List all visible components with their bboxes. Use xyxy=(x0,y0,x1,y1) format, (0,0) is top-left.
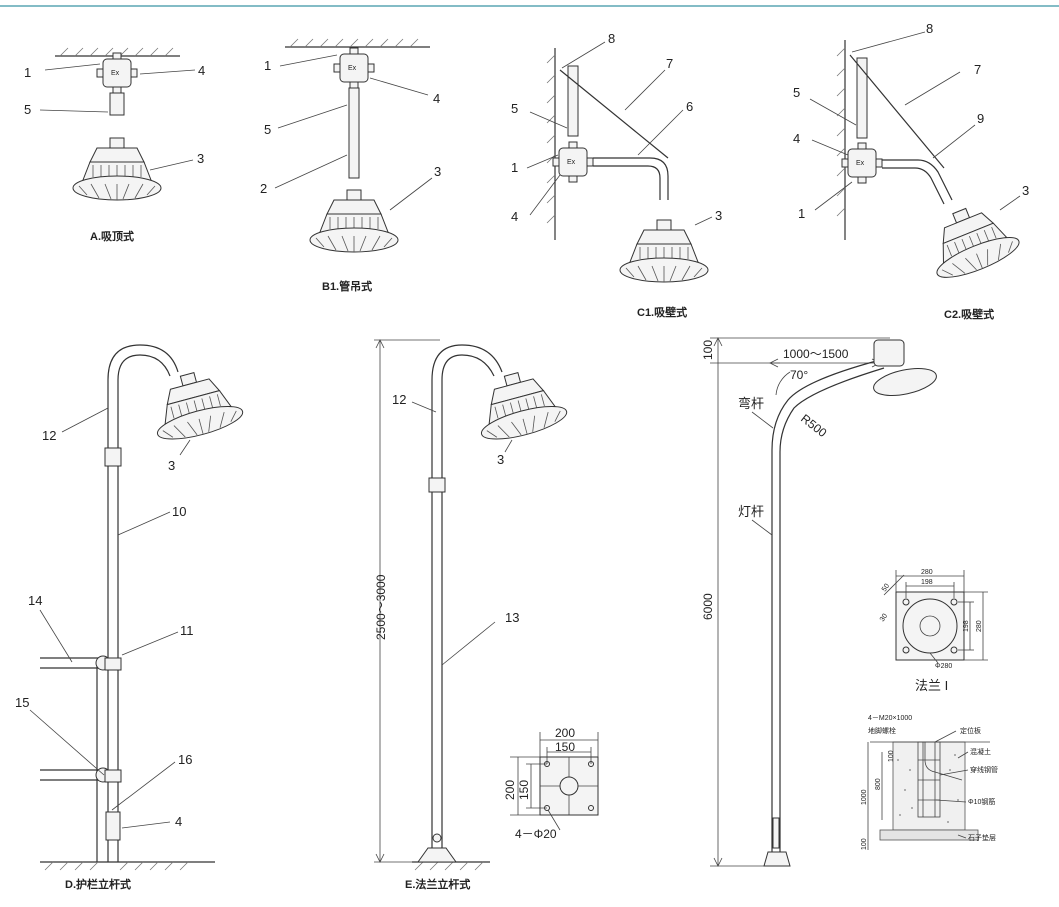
label-locator: 定位板 xyxy=(960,726,981,735)
callout-c1-6: 6 xyxy=(686,99,693,114)
callout-c1-1: 1 xyxy=(511,160,518,175)
box-label-c1: Ex xyxy=(567,159,576,166)
dim-flange-diameter: Φ280 xyxy=(935,663,952,670)
box-label-b1: Ex xyxy=(348,65,357,72)
dim-flange-outer: 280 xyxy=(921,569,933,576)
dim-foundation-100-bottom: 100 xyxy=(861,838,868,850)
callout-d-4: 4 xyxy=(175,814,182,829)
label-rebar: Φ10钢筋 xyxy=(968,797,995,806)
flange-i-detail: 280 198 280 198 50 30 Φ280 法兰 I xyxy=(879,569,988,693)
callout-d-10: 10 xyxy=(172,504,186,519)
callout-e-12: 12 xyxy=(392,392,406,407)
dim-plate-hole-width: 150 xyxy=(555,740,575,754)
dim-e-height: 2500～3000 xyxy=(374,574,388,640)
caption-c1: C1.吸壁式 xyxy=(637,305,687,319)
dim-street-radius: R500 xyxy=(798,411,829,440)
callout-c2-4: 4 xyxy=(793,131,800,146)
base-plate-detail: 200 150 200 150 4－Φ20 xyxy=(503,726,599,841)
callout-d-15: 15 xyxy=(15,695,29,710)
callout-e-3: 3 xyxy=(497,452,504,467)
caption-d: D.护栏立杆式 xyxy=(65,877,131,891)
caption-b1: B1.管吊式 xyxy=(322,279,372,293)
dim-plate-holes: 4－Φ20 xyxy=(515,827,557,841)
callout-c2-7: 7 xyxy=(974,62,981,77)
box-label-a: Ex xyxy=(111,70,120,77)
caption-flange-i: 法兰 I xyxy=(915,678,948,693)
dim-street-top: 100 xyxy=(701,340,715,360)
caption-e: E.法兰立杆式 xyxy=(405,877,470,891)
dim-street-height: 6000 xyxy=(701,593,715,620)
callout-c2-1: 1 xyxy=(798,206,805,221)
callout-a-1: 1 xyxy=(24,65,31,80)
callout-c1-7: 7 xyxy=(666,56,673,71)
callout-c2-8: 8 xyxy=(926,21,933,36)
dim-plate-height: 200 xyxy=(503,780,517,800)
callout-c1-4: 4 xyxy=(511,209,518,224)
callout-b1-2: 2 xyxy=(260,181,267,196)
caption-a: A.吸顶式 xyxy=(90,229,134,243)
box-label-c2: Ex xyxy=(856,160,865,167)
callout-b1-4: 4 xyxy=(433,91,440,106)
dim-flange-inner: 198 xyxy=(921,579,933,586)
callout-e-13: 13 xyxy=(505,610,519,625)
callout-b1-5: 5 xyxy=(264,122,271,137)
dim-flange-corner-a: 50 xyxy=(881,583,891,593)
figure-c2-wall-mount: Ex 8 7 5 9 4 1 3 C2.吸壁式 xyxy=(793,21,1029,321)
callout-c1-8: 8 xyxy=(608,31,615,46)
callout-b1-3: 3 xyxy=(434,164,441,179)
dim-street-reach: 1000～1500 xyxy=(783,347,849,361)
dim-street-angle: 70° xyxy=(790,368,808,382)
label-gravel: 石子垫层 xyxy=(968,833,996,842)
label-bolts: 4－M20×1000 xyxy=(868,715,912,722)
callout-b1-1: 1 xyxy=(264,58,271,73)
dim-flange-side-inner: 198 xyxy=(963,620,970,632)
dim-flange-side-outer: 280 xyxy=(976,620,983,632)
label-pole: 灯杆 xyxy=(738,504,764,519)
figure-e-flange-pole: 2500～3000 12 3 13 E.法兰立杆式 xyxy=(374,339,599,891)
callout-d-12: 12 xyxy=(42,428,56,443)
dim-plate-hole-height: 150 xyxy=(517,780,531,800)
callout-c2-3: 3 xyxy=(1022,183,1029,198)
callout-a-5: 5 xyxy=(24,102,31,117)
callout-a-4: 4 xyxy=(198,63,205,78)
figure-a-ceiling-mount: Ex 1 4 5 3 A.吸顶式 xyxy=(24,47,205,243)
caption-c2: C2.吸壁式 xyxy=(944,307,994,321)
callout-c2-5: 5 xyxy=(793,85,800,100)
dim-foundation-800: 800 xyxy=(875,778,882,790)
label-bend-arm: 弯杆 xyxy=(738,396,764,411)
dim-foundation-100-top: 100 xyxy=(888,750,895,762)
callout-d-16: 16 xyxy=(178,752,192,767)
figure-c1-wall-mount: Ex 8 7 5 6 1 4 3 C1.吸壁式 xyxy=(511,31,722,319)
label-conduit: 穿线钢管 xyxy=(970,765,998,774)
figure-d-guardrail-pole: 12 3 10 14 11 15 16 4 D.护栏立杆式 xyxy=(15,344,247,891)
dim-flange-corner-b: 30 xyxy=(879,613,889,623)
callout-d-3: 3 xyxy=(168,458,175,473)
dim-plate-width: 200 xyxy=(555,726,575,740)
callout-d-14: 14 xyxy=(28,593,42,608)
label-anchor: 地脚螺栓 xyxy=(868,726,896,735)
figure-b1-pipe-pendant: Ex 1 4 5 2 3 B1.管吊式 xyxy=(260,38,441,293)
callout-c2-9: 9 xyxy=(977,111,984,126)
foundation-detail: 1000 800 100 100 4－M20×1000 地脚螺栓 定位板 混凝土… xyxy=(861,715,998,850)
label-concrete: 混凝土 xyxy=(970,747,991,756)
callout-c1-5: 5 xyxy=(511,101,518,116)
callout-d-11: 11 xyxy=(180,623,194,638)
callout-a-3: 3 xyxy=(197,151,204,166)
dim-foundation-1000: 1000 xyxy=(861,789,868,805)
callout-c1-3: 3 xyxy=(715,208,722,223)
figure-street-light: 100 6000 1000～1500 70° R500 弯杆 灯杆 xyxy=(701,337,937,867)
